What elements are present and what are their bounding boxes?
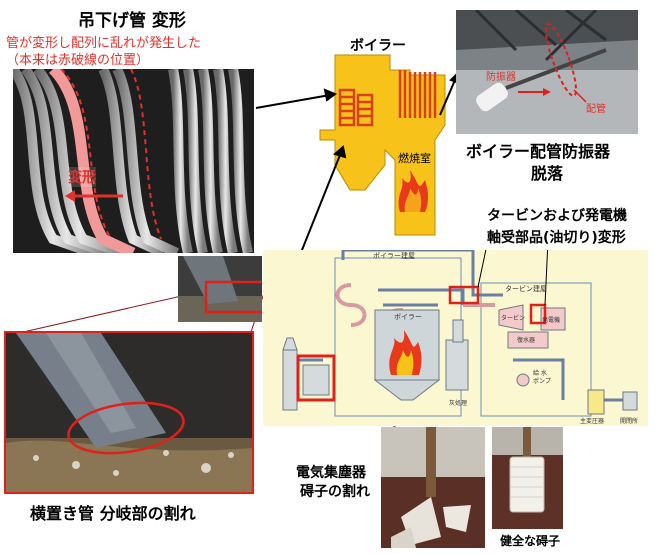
feed-pump-label-line2: ポンプ (533, 378, 551, 385)
deformation-label: 変形 (68, 167, 96, 187)
boiler-building-label: ボイラー建屋 (373, 252, 415, 260)
hanging-tube-note-line1: 管が変形し配列に乱れが発生した (6, 36, 202, 51)
cracked-insulator-photo (381, 427, 485, 548)
vibration-damper-photo: 防振器 配管 (456, 10, 638, 134)
hanging-tube-note-line2: （本来は赤破線の位置） (6, 53, 150, 68)
boiler-outline-title: ボイラー (350, 38, 406, 54)
condenser-label: 復水器 (517, 337, 536, 344)
turbine-label: タービン (501, 315, 526, 322)
branch-pipe-crack-photo (4, 331, 254, 494)
healthy-insulator-caption: 健全な碍子 (500, 534, 561, 548)
boiler-outline-shape (319, 54, 446, 236)
combustion-chamber-label: 燃焼室 (398, 152, 431, 165)
esp-caption-line2: 碍子の割れ (300, 484, 370, 500)
switchyard-label: 開閉所 (620, 418, 639, 425)
hanging-tube-photo: 変形 (13, 69, 254, 253)
ash-treatment-label: 灰処理 (449, 400, 468, 407)
branch-pipe-caption: 横置き管 分岐部の割れ (30, 504, 196, 523)
esp-caption-line1: 電気集塵器 (296, 465, 366, 481)
piping-label: 配管 (586, 104, 606, 115)
healthy-insulator-photo (492, 427, 563, 529)
feed-pump-label-line1: 給 水 (533, 370, 547, 377)
turbine-caption-line1: タービンおよび発電機 (487, 208, 627, 224)
damper-label: 防振器 (486, 72, 516, 83)
main-transformer-label: 主変圧器 (580, 418, 605, 425)
damper-caption-line2: 脱落 (531, 164, 564, 183)
hanging-tube-title: 吊下げ管 変形 (78, 11, 186, 31)
generator-label: 発電機 (542, 317, 561, 324)
branch-pipe-overview-photo (178, 256, 262, 322)
turbine-caption-line2: 軸受部品(油切り)変形 (487, 230, 626, 246)
boiler-label: ボイラー (394, 313, 422, 321)
turbine-building-label: タービン建屋 (505, 285, 547, 293)
plant-diagram: ボイラー建屋 タービン建屋 ボイラー タービン 発電機 復水器 給 水 ポンプ … (263, 250, 648, 426)
damper-caption-line1: ボイラー配管防振器 (466, 142, 611, 161)
